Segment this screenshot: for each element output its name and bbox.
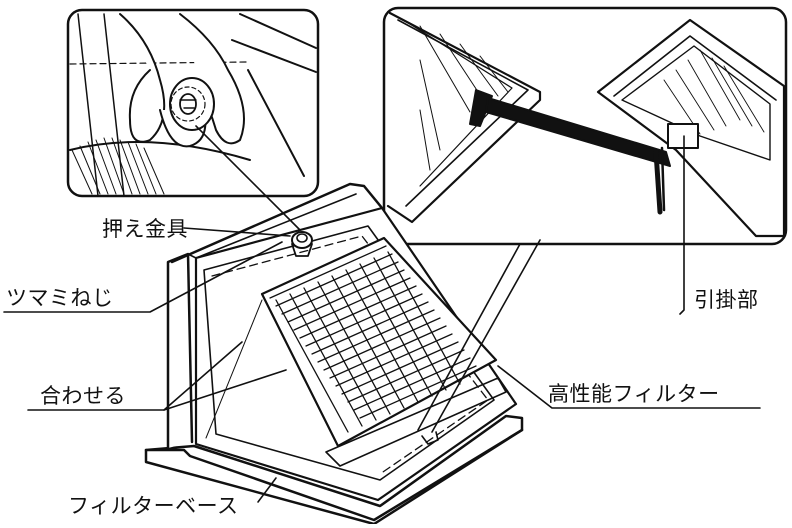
label-clamp-fitting: 押え金具 <box>102 217 188 241</box>
filter-unit <box>146 184 522 524</box>
label-align: 合わせる <box>40 384 126 408</box>
label-hook: 引掛部 <box>694 288 759 312</box>
inset-thumb-screw <box>68 10 318 196</box>
leader-lines <box>4 126 760 502</box>
inset-hook-detail <box>384 8 786 244</box>
label-filter-base: フィルターベース <box>68 494 239 518</box>
label-high-performance-filter: 高性能フィルター <box>548 382 720 406</box>
label-thumb-screw: ツマミねじ <box>6 286 114 310</box>
